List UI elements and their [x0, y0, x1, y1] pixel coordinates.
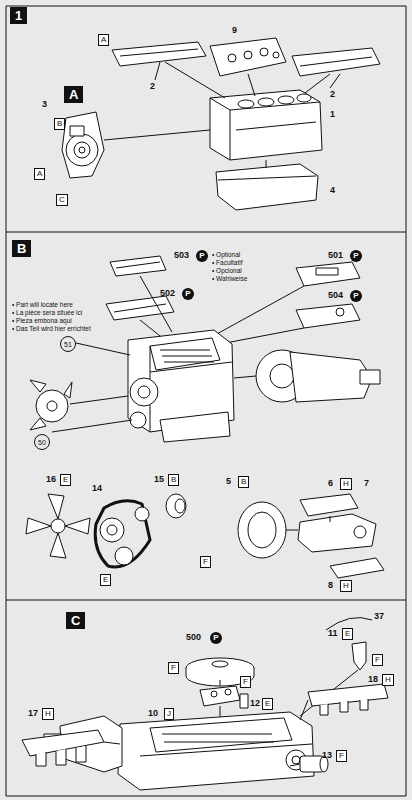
- section-letter: A: [64, 86, 83, 103]
- node-text: F: [339, 751, 344, 760]
- parts-tree-letter: F: [336, 750, 347, 762]
- node-text: A: [37, 169, 42, 178]
- callout-number: 4: [330, 186, 335, 195]
- node-text: E: [103, 575, 108, 584]
- node-text: 1: [15, 8, 22, 23]
- multilingual-note: • Das Teil wird hier errichtet: [12, 326, 91, 333]
- parts-tree-letter: E: [262, 698, 273, 710]
- callout-number: 7: [364, 479, 369, 488]
- node-text: B: [57, 119, 62, 128]
- parts-tree-letter: A: [34, 168, 45, 180]
- node-text: F: [243, 677, 248, 686]
- callout-number: 501: [328, 251, 343, 260]
- callout-number: 11: [328, 629, 338, 638]
- callout-number: 2: [150, 82, 155, 91]
- callout-number: 5: [226, 477, 231, 486]
- parts-tree-letter: H: [340, 580, 352, 592]
- node-text: B: [17, 241, 26, 256]
- multilingual-note: • Wahlweise: [212, 276, 247, 283]
- node-text: H: [343, 479, 349, 488]
- parts-tree-letter: J: [164, 708, 174, 720]
- node-text: H: [45, 709, 51, 718]
- multilingual-note: • Part will locate here: [12, 302, 73, 309]
- node-text: F: [375, 655, 380, 664]
- callout-number: 6: [328, 479, 333, 488]
- callout-number: 13: [322, 751, 332, 760]
- section-letter: B: [12, 240, 31, 257]
- callout-number: 2: [330, 90, 335, 99]
- callout-number: 500: [186, 633, 201, 642]
- multilingual-note: • Opcional: [212, 268, 242, 275]
- parts-tree-letter: H: [382, 674, 394, 686]
- parts-tree-letter: F: [240, 676, 251, 688]
- optional-mark: P: [196, 250, 208, 262]
- node-text: A: [101, 35, 106, 44]
- node-text: B: [171, 475, 176, 484]
- node-text: F: [203, 557, 208, 566]
- step-number: 1: [10, 7, 27, 24]
- node-text: P: [185, 290, 190, 298]
- node-text: C: [71, 613, 80, 628]
- node-text: E: [345, 629, 350, 638]
- locator-number: 50: [34, 434, 50, 450]
- callout-number: 18: [368, 675, 378, 684]
- optional-mark: P: [182, 288, 194, 300]
- parts-tree-letter: B: [54, 118, 65, 130]
- callout-number: 504: [328, 291, 343, 300]
- optional-mark: P: [350, 290, 362, 302]
- node-text: C: [59, 195, 65, 204]
- callout-number: 503: [174, 251, 189, 260]
- parts-tree-letter: B: [168, 474, 179, 486]
- node-text: F: [171, 663, 176, 672]
- callout-number: 12: [250, 699, 260, 708]
- multilingual-note: • Optional: [212, 252, 240, 259]
- multilingual-note: • Pieza embona aqui: [12, 318, 72, 325]
- multilingual-note: • Facultatif: [212, 260, 242, 267]
- parts-tree-letter: B: [238, 476, 249, 488]
- node-text: P: [199, 252, 204, 260]
- node-text: 51: [64, 341, 72, 348]
- callout-number: 502: [160, 289, 175, 298]
- node-text: E: [265, 699, 270, 708]
- callout-number: 10: [148, 709, 158, 718]
- node-text: P: [353, 252, 358, 260]
- node-text: B: [241, 477, 246, 486]
- optional-mark: P: [350, 250, 362, 262]
- parts-tree-letter: F: [168, 662, 179, 674]
- parts-tree-letter: F: [200, 556, 211, 568]
- callout-number: 8: [328, 581, 333, 590]
- callout-number: 14: [92, 484, 102, 493]
- parts-tree-letter: E: [342, 628, 353, 640]
- node-text: H: [385, 675, 391, 684]
- callout-number: 15: [154, 475, 164, 484]
- node-text: 50: [38, 439, 46, 446]
- locator-number: 51: [60, 336, 76, 352]
- callout-number: 1: [330, 110, 335, 119]
- parts-tree-letter: A: [98, 34, 109, 46]
- parts-tree-letter: H: [340, 478, 352, 490]
- section-letter: C: [66, 612, 85, 629]
- callout-number: 16: [46, 475, 56, 484]
- node-text: H: [343, 581, 349, 590]
- callout-number: 3: [42, 100, 47, 109]
- parts-tree-letter: F: [372, 654, 383, 666]
- optional-mark: P: [210, 632, 222, 644]
- callout-number: 17: [28, 709, 38, 718]
- parts-tree-letter: E: [100, 574, 111, 586]
- node-text: A: [69, 87, 78, 102]
- node-text: P: [353, 292, 358, 300]
- node-text: P: [213, 634, 218, 642]
- callout-number: 37: [374, 612, 384, 621]
- multilingual-note: • La pièce sera située ici: [12, 310, 82, 317]
- node-text: E: [63, 475, 68, 484]
- parts-tree-letter: E: [60, 474, 71, 486]
- callout-number: 9: [232, 26, 237, 35]
- parts-tree-letter: C: [56, 194, 68, 206]
- node-text: J: [167, 709, 171, 718]
- parts-tree-letter: H: [42, 708, 54, 720]
